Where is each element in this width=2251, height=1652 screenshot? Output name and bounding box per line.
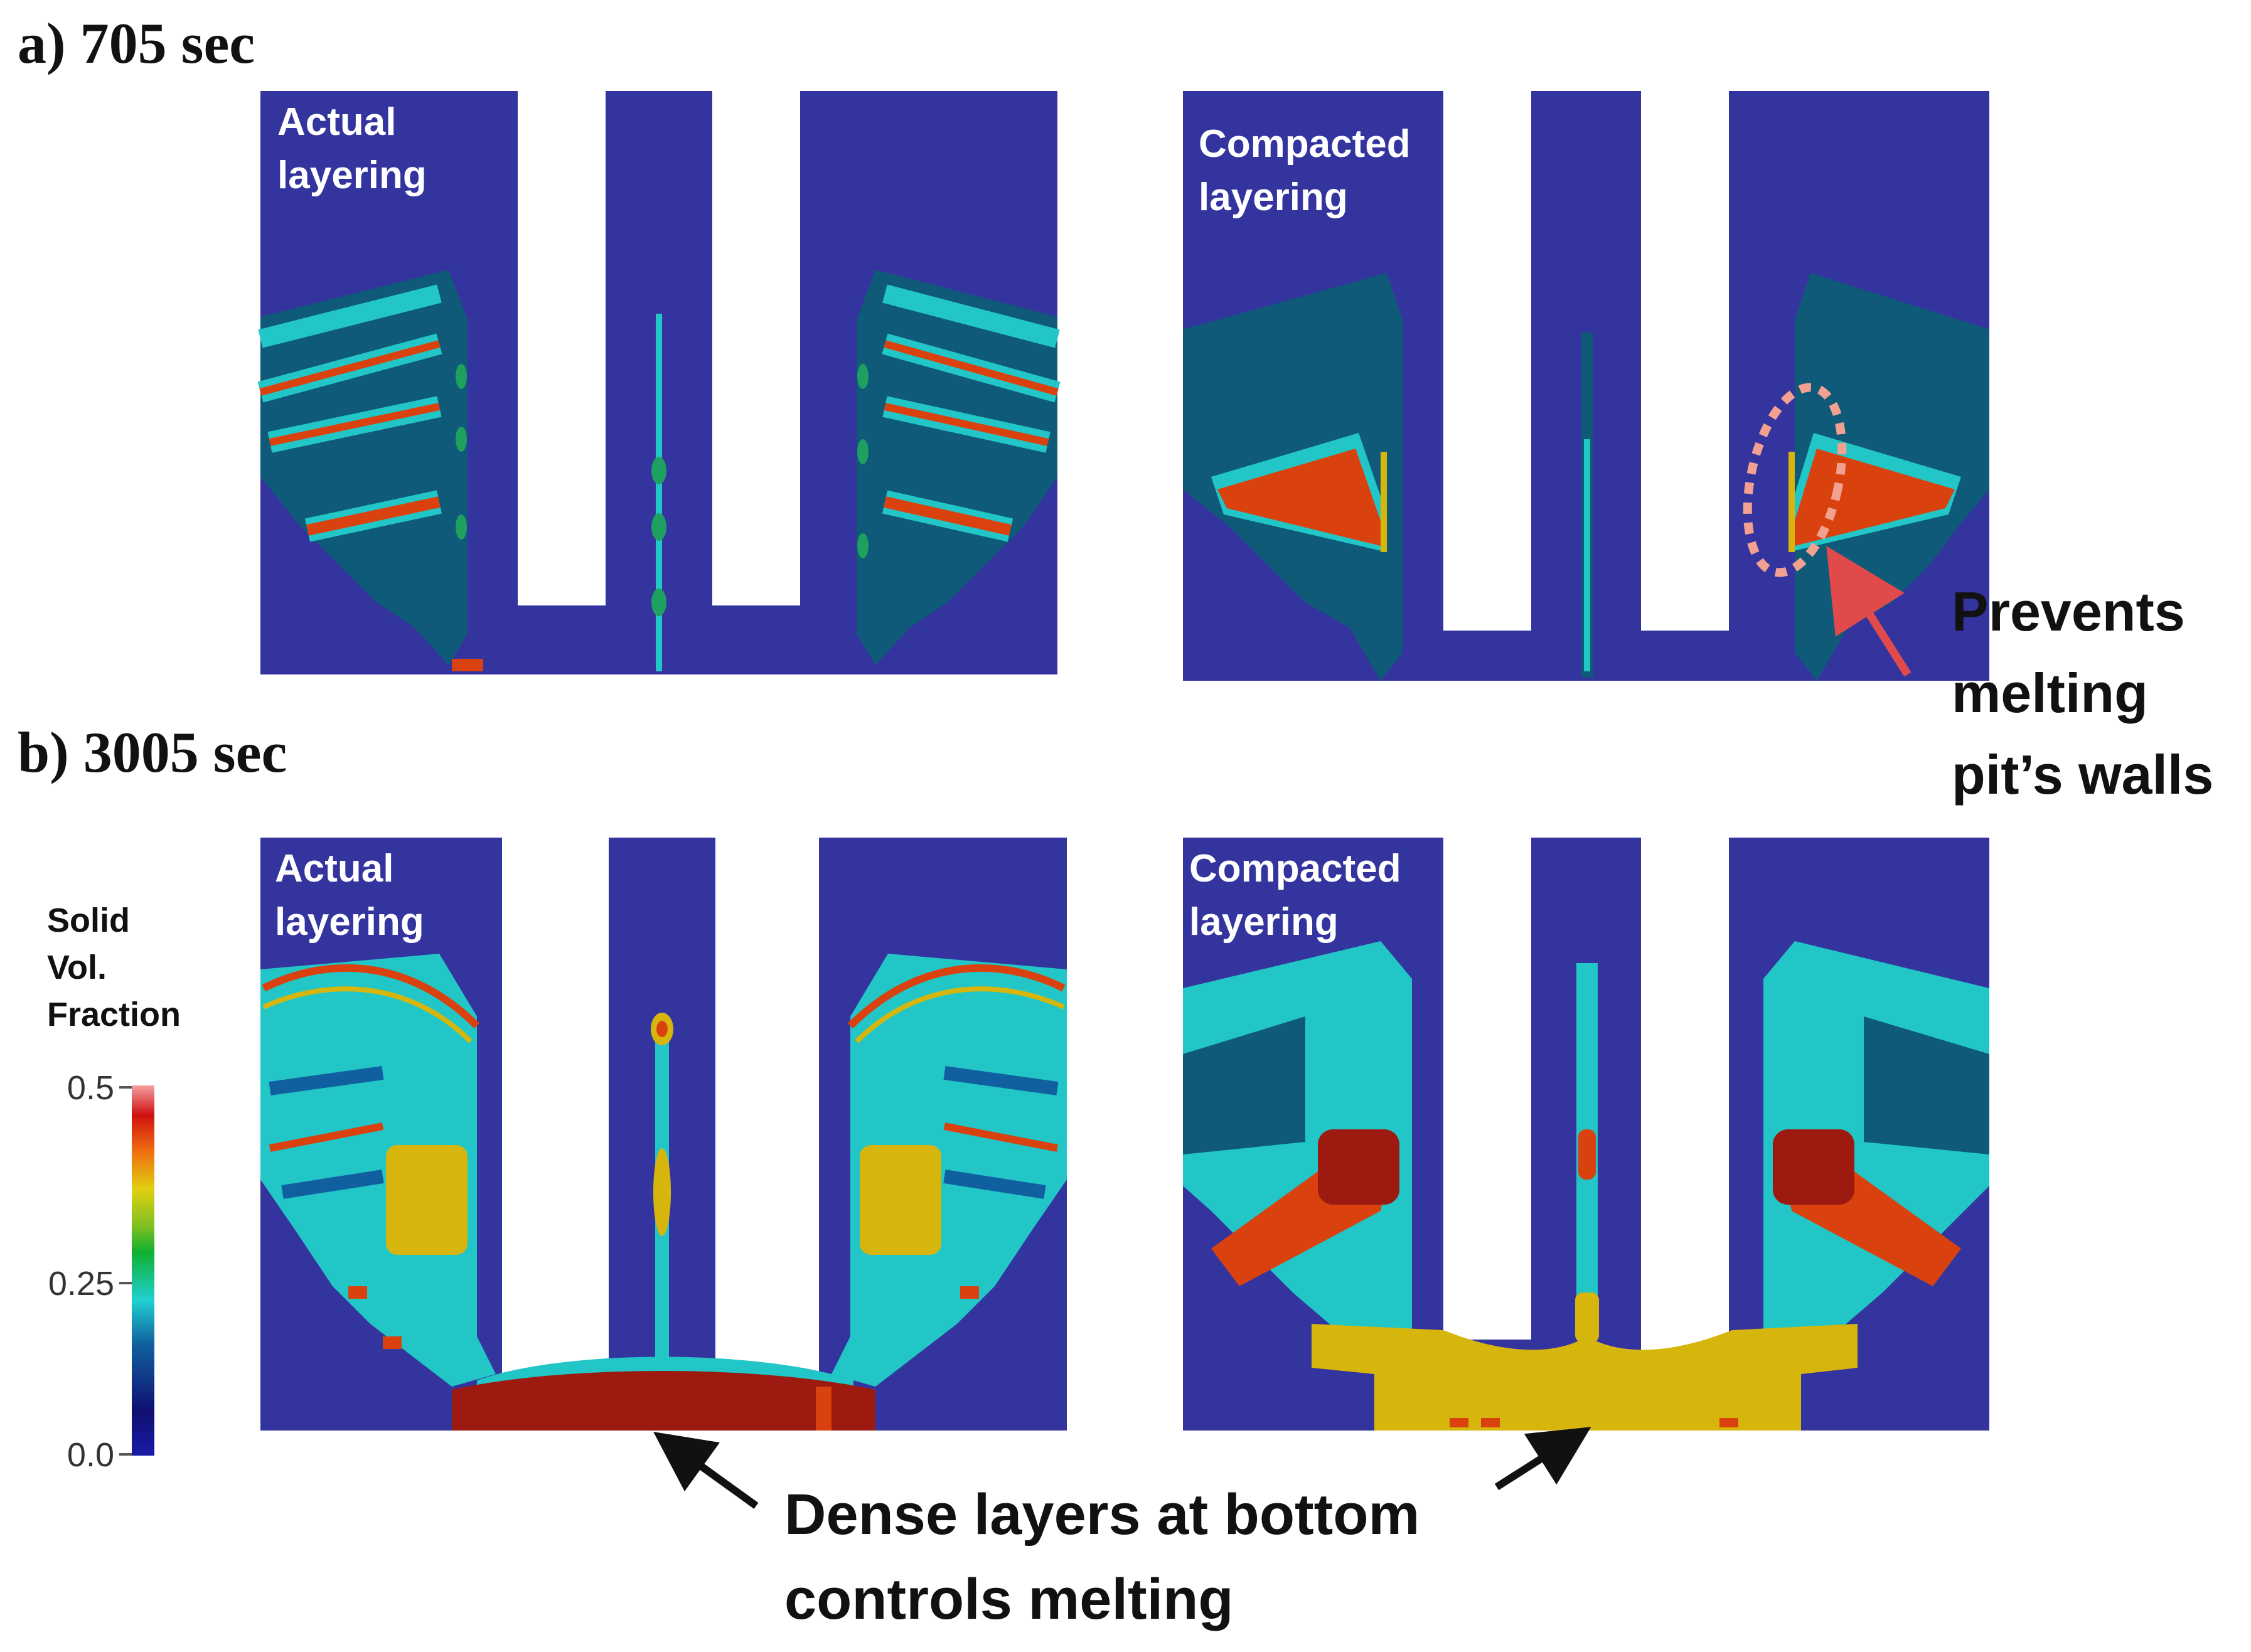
panel-a-right-title-line1: Compacted [1199, 122, 1411, 166]
panel-a-compacted-simulation [1183, 91, 1989, 681]
colorbar-gradient [132, 1085, 154, 1456]
colorbar-tick-mid: 0.25 [48, 1265, 114, 1303]
colorbar-tick-min: 0.0 [67, 1436, 114, 1474]
panel-b-label: b) 3005 sec [18, 720, 287, 784]
panel-a-left-title-line2: layering [277, 154, 427, 197]
panel-b-right-title-line1: Compacted [1189, 847, 1401, 890]
colorbar-title-line3: Fraction [47, 996, 181, 1033]
panel-b-right-title-line2: layering [1189, 900, 1339, 944]
wall-highlight-ellipse [1743, 383, 1847, 577]
colorbar-title-line1: Solid [47, 902, 130, 939]
bottom-annotation-line1: Dense layers at bottom [784, 1483, 1420, 1547]
colorbar-title-line2: Vol. [47, 949, 107, 986]
panel-b-left-title-line1: Actual [275, 847, 393, 890]
walls-annotation-line1: Prevents [1952, 580, 2185, 642]
panel-a-left-title-line1: Actual [277, 100, 396, 144]
walls-annotation-line3: pit’s walls [1952, 743, 2213, 806]
bottom-arrow-right [1494, 1427, 1591, 1491]
panel-a-right-title-line2: layering [1199, 176, 1348, 219]
walls-annotation-line2: melting [1952, 662, 2148, 724]
panel-a-actual-simulation [257, 91, 1061, 674]
walls-arrow [1826, 546, 1911, 677]
colorbar: Solid Vol. Fraction 0.5 0.25 0.0 [47, 902, 181, 1474]
bottom-arrow-left [653, 1431, 759, 1509]
panel-b-left-title-line2: layering [275, 900, 424, 944]
bottom-annotation-line2: controls melting [784, 1567, 1234, 1631]
panel-b-actual-simulation [260, 838, 1067, 1431]
panel-b-compacted-simulation [1183, 838, 1989, 1431]
colorbar-tick-max: 0.5 [67, 1069, 114, 1107]
panel-a-label: a) 705 sec [18, 11, 255, 75]
